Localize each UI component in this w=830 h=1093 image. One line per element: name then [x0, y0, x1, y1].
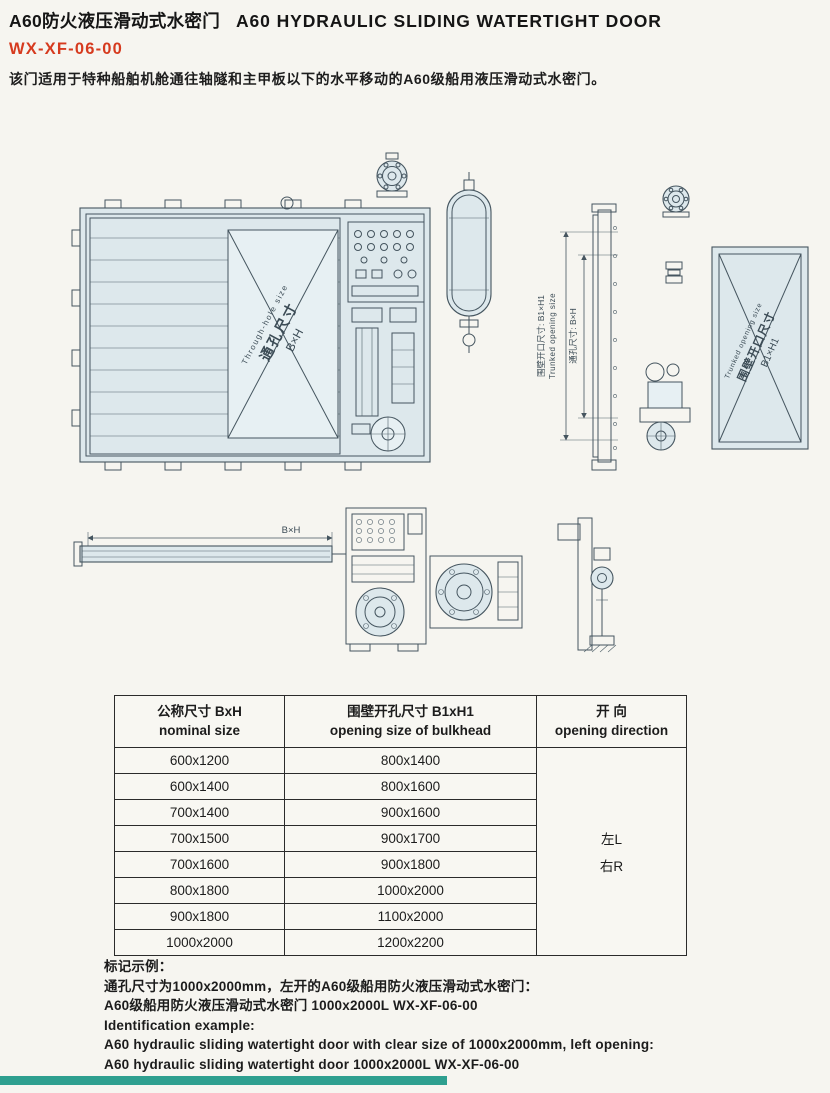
opening-size-cell: 900x1800	[284, 851, 537, 878]
opening-size-cell: 1200x2200	[284, 929, 537, 956]
col-header-direction-en: opening direction	[554, 722, 669, 738]
col-header-opening-size-cn: 围壁开孔尺寸 B1xH1	[347, 703, 474, 719]
table-row: 700x1500 900x1700	[114, 825, 687, 852]
nominal-size-cell: 600x1200	[114, 747, 285, 774]
col-header-opening-size: 围壁开孔尺寸 B1xH1 opening size of bulkhead	[284, 695, 537, 748]
col-header-nominal-size: 公称尺寸 BxH nominal size	[114, 695, 285, 748]
opening-size-cell: 900x1600	[284, 799, 537, 826]
title-english: A60 HYDRAULIC SLIDING WATERTIGHT DOOR	[236, 11, 662, 31]
table-row: 700x1400 900x1600	[114, 799, 687, 826]
direction-cell: 左L 右R	[536, 747, 687, 956]
notes-label-cn: 标记示例：	[104, 959, 173, 974]
accumulator-drawing	[446, 172, 492, 353]
table-row: 900x1800 1100x2000	[114, 903, 687, 930]
table-row: 600x1400 800x1600	[114, 773, 687, 800]
drawings-svg: Through-hole size 通孔尺寸 B×H	[71, 152, 809, 653]
opening-size-cell: 800x1400	[284, 747, 537, 774]
trunked-opening-view: Trunked opening size 围壁开口尺寸 B1×H1	[711, 246, 809, 450]
col-header-direction: 开 向 opening direction	[536, 695, 687, 748]
opening-size-cell: 1000x2000	[284, 877, 537, 904]
notes-line2-en: A60 hydraulic sliding watertight door 10…	[104, 1056, 520, 1072]
side-view-inner-dim-cn: 通孔尺寸: B×H	[568, 308, 578, 364]
deck-fitting-top	[376, 152, 408, 198]
wall-section-detail	[557, 517, 617, 653]
title-chinese: A60防火液压滑动式水密门	[9, 11, 221, 31]
table-row: 600x1200 800x1400 左L 右R	[114, 747, 687, 956]
col-header-opening-size-en: opening size of bulkhead	[329, 722, 492, 738]
notes-line2-cn: A60级船用防火液压滑动式水密门 1000x2000L WX-XF-06-00	[104, 998, 478, 1013]
notes-line1-cn: 通孔尺寸为1000x2000mm，左开的A60级船用防火液压滑动式水密门：	[104, 978, 539, 994]
opening-size-cell: 800x1600	[284, 773, 537, 800]
direction-left-label: 左L	[600, 832, 622, 847]
valve-detail-drawing	[665, 261, 683, 284]
side-view-drawing: 围壁开口尺寸: B1×H1 Trunked opening size 通孔尺寸:…	[536, 203, 618, 471]
front-view-drawing: Through-hole size 通孔尺寸 B×H	[71, 196, 431, 471]
nominal-size-cell: 1000x2000	[114, 929, 285, 956]
through-hole-dim-cn-label: 通孔尺寸: B×H	[568, 308, 578, 364]
description-text: 该门适用于特种船舶机舱通往轴隧和主甲板以下的水平移动的A60级船用液压滑动式水密…	[9, 71, 606, 87]
nominal-size-cell: 800x1800	[114, 877, 285, 904]
side-view-outer-dim-cn: 围壁开口尺寸: B1×H1	[536, 295, 546, 377]
nominal-size-cell: 700x1400	[114, 799, 285, 826]
page-title: A60防火液压滑动式水密门 A60 HYDRAULIC SLIDING WATER…	[9, 8, 822, 33]
size-table: 公称尺寸 BxH nominal size 围壁开孔尺寸 B1xH1 openi…	[114, 695, 687, 956]
side-view-outer-dim-en: Trunked opening size	[548, 293, 557, 379]
trunked-opening-cn-label: 围壁开口尺寸: B1×H1	[536, 295, 546, 377]
technical-drawings: Through-hole size 通孔尺寸 B×H	[0, 128, 830, 680]
deck-fitting-right	[662, 185, 690, 218]
table-header-row: 公称尺寸 BxH nominal size 围壁开孔尺寸 B1xH1 openi…	[114, 695, 687, 748]
nominal-size-cell: 600x1400	[114, 773, 285, 800]
table-row: 1000x2000 1200x2200	[114, 929, 687, 956]
notes-label-en: Identification example:	[104, 1017, 255, 1033]
col-header-nominal-size-en: nominal size	[158, 722, 241, 738]
opening-size-cell: 900x1700	[284, 825, 537, 852]
page-header: A60防火液压滑动式水密门 A60 HYDRAULIC SLIDING WATER…	[9, 8, 822, 89]
footer-accent-bar	[0, 1076, 447, 1085]
direction-right-label: 右R	[599, 859, 624, 874]
model-number: WX-XF-06-00	[9, 40, 124, 58]
hydraulic-unit-drawing	[639, 362, 691, 451]
plan-view-drawing: B×H	[73, 507, 523, 652]
nominal-size-cell: 700x1600	[114, 851, 285, 878]
nominal-size-cell: 700x1500	[114, 825, 285, 852]
opening-size-cell: 1100x2000	[284, 903, 537, 930]
plan-view-bxh-label: B×H	[282, 525, 301, 536]
col-header-nominal-size-cn: 公称尺寸 BxH	[157, 703, 242, 719]
col-header-direction-cn: 开 向	[596, 703, 627, 719]
nominal-size-cell: 900x1800	[114, 903, 285, 930]
notes-line1-en: A60 hydraulic sliding watertight door wi…	[104, 1037, 654, 1052]
identification-notes: 标记示例： 通孔尺寸为1000x2000mm，左开的A60级船用防火液压滑动式水…	[104, 957, 810, 1074]
trunked-opening-en-label: Trunked opening size	[548, 293, 557, 379]
